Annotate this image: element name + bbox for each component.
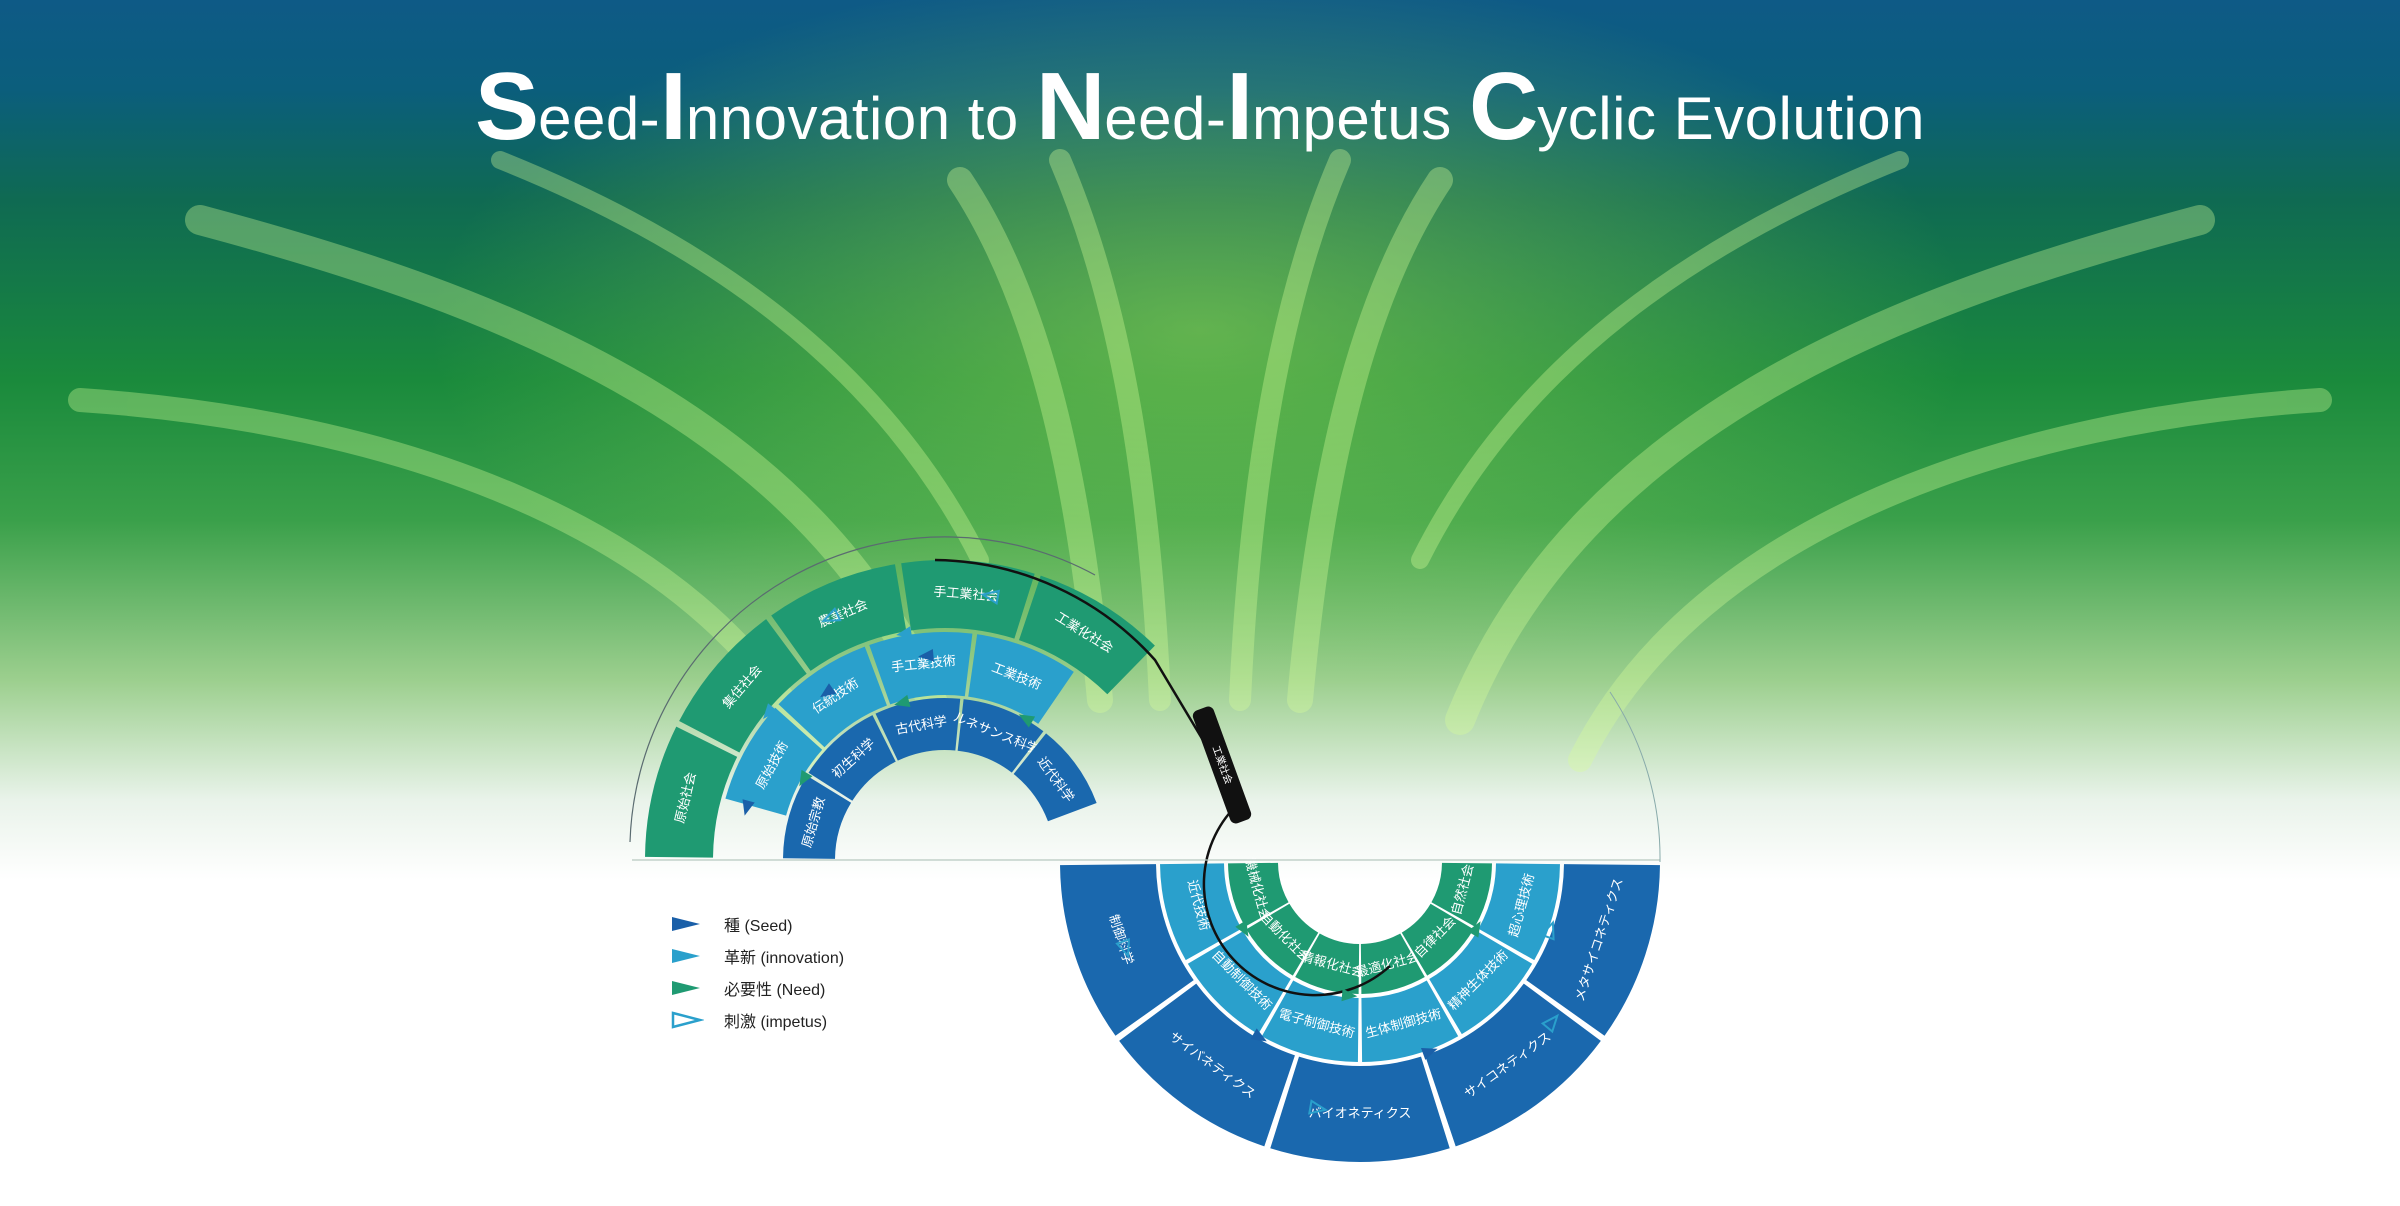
flow-triangle — [1250, 1028, 1267, 1042]
seed-triangle-icon — [672, 917, 700, 931]
page-title: Seed-Innovation to Need-Impetus Cyclic E… — [0, 52, 2400, 162]
title-segment: eed- — [1104, 85, 1227, 152]
flow-triangle — [1539, 920, 1555, 941]
upper-society-segment — [645, 726, 738, 858]
legend-label-seed: 種 (Seed) — [724, 918, 793, 935]
legend-label-need: 必要性 (Need) — [724, 982, 826, 999]
upper-technology-segment — [968, 634, 1074, 724]
lower-science-segment — [1119, 983, 1295, 1147]
upper-society-segment — [679, 619, 807, 753]
lower-technology-segment — [1429, 931, 1533, 1035]
flow-triangle — [896, 626, 913, 639]
flow-triangle — [1018, 714, 1036, 728]
lower-society-segment — [1431, 862, 1492, 927]
flow-triangle — [918, 648, 934, 662]
title-segment: S — [475, 53, 539, 160]
flow-triangle — [1341, 988, 1358, 1002]
title-segment: eed- — [538, 85, 661, 152]
flow-triangle — [799, 769, 813, 787]
lower-society-segment — [1401, 903, 1474, 976]
lower-technology-segment — [1478, 863, 1560, 961]
lower-science-segment — [1526, 864, 1660, 1036]
impetus-triangle-icon — [671, 1011, 704, 1029]
flow-triangle — [1308, 1099, 1329, 1115]
lower-science-segment — [1425, 983, 1601, 1147]
marker-bar — [1192, 706, 1252, 824]
legend-label-impetus: 刺激 (impetus) — [724, 1014, 828, 1031]
lower-technology-segment — [1160, 863, 1242, 961]
upper-technology-label: 手工業技術 — [890, 653, 956, 676]
upper-science-segment — [808, 715, 896, 801]
upper-society-segment — [901, 560, 1035, 639]
lower-technology-segment — [1361, 980, 1459, 1062]
lower-society-segment — [1228, 862, 1289, 927]
upper-science-segment — [783, 775, 852, 859]
legend-item-innovation: 革新 (innovation) — [670, 940, 930, 972]
lower-technology-segment — [1187, 931, 1291, 1035]
lower-society-segment — [1295, 933, 1360, 994]
legend-item-need: 必要性 (Need) — [670, 972, 930, 1004]
legend: 種 (Seed) 革新 (innovation) 必要性 (Need) 刺激 (… — [670, 908, 930, 1036]
flow-triangle — [980, 589, 1001, 606]
flow-triangle — [1115, 937, 1130, 959]
upper-outline-arc — [629, 536, 1096, 843]
title-segment: yclic Evolution — [1537, 85, 1925, 152]
legend-item-seed: 種 (Seed) — [670, 908, 930, 940]
legend-label-innovation: 革新 (innovation) — [724, 950, 845, 967]
upper-technology-segment — [725, 707, 823, 816]
flow-line — [934, 558, 1391, 997]
legend-item-impetus: 刺激 (impetus) — [670, 1004, 930, 1036]
right-outline-arc — [1609, 691, 1661, 863]
lower-technology-segment — [1261, 980, 1359, 1062]
title-segment: mpetus — [1252, 85, 1469, 152]
title-segment: nnovation to — [685, 85, 1036, 152]
upper-society-label: 手工業社会 — [933, 584, 999, 605]
flow-triangle — [763, 703, 778, 720]
upper-society-segment — [1018, 575, 1155, 695]
upper-technology-segment — [869, 631, 973, 705]
upper-technology-segment — [778, 646, 887, 748]
innovation-triangle-icon — [672, 949, 700, 963]
title-segment: C — [1468, 53, 1538, 160]
need-triangle-icon — [672, 981, 700, 995]
flow-triangle — [1467, 921, 1481, 938]
flow-triangle — [894, 694, 911, 708]
flow-triangle — [820, 683, 837, 698]
title-segment: I — [1226, 53, 1253, 160]
upper-science-segment — [875, 698, 961, 761]
flow-triangle — [1540, 1013, 1559, 1034]
lower-society-segment — [1246, 903, 1319, 976]
flow-triangle — [1421, 1048, 1438, 1060]
flow-triangle — [821, 606, 842, 623]
lower-science-segment — [1060, 864, 1194, 1036]
lower-society-segment — [1360, 933, 1425, 994]
lower-science-segment — [1270, 1056, 1450, 1162]
lower-science-label: バイオネティクス — [1309, 1107, 1412, 1122]
title-segment: N — [1035, 53, 1105, 160]
title-segment: I — [660, 53, 687, 160]
flow-triangle — [742, 799, 755, 816]
upper-science-segment — [1013, 733, 1097, 822]
flow-triangle — [1235, 920, 1249, 937]
